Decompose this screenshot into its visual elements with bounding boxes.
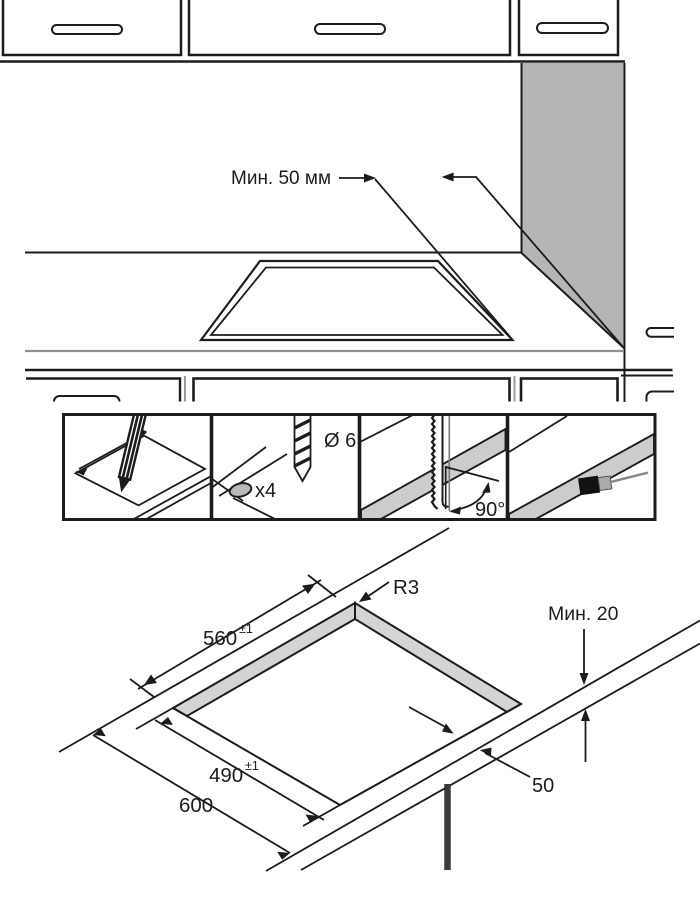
- svg-text:600: 600: [179, 794, 213, 817]
- svg-text:490: 490: [209, 764, 243, 787]
- svg-text:Мин. 50 мм: Мин. 50 мм: [231, 168, 331, 189]
- svg-text:50: 50: [532, 775, 554, 797]
- svg-text:560: 560: [203, 627, 237, 650]
- svg-text:x4: x4: [255, 480, 276, 502]
- svg-text:90°: 90°: [475, 499, 505, 521]
- svg-text:Мин. 20: Мин. 20: [548, 603, 619, 625]
- svg-text:±1: ±1: [239, 622, 253, 636]
- svg-text:±1: ±1: [245, 759, 259, 773]
- svg-text:R3: R3: [393, 576, 419, 599]
- svg-text:Ø 6: Ø 6: [324, 430, 356, 452]
